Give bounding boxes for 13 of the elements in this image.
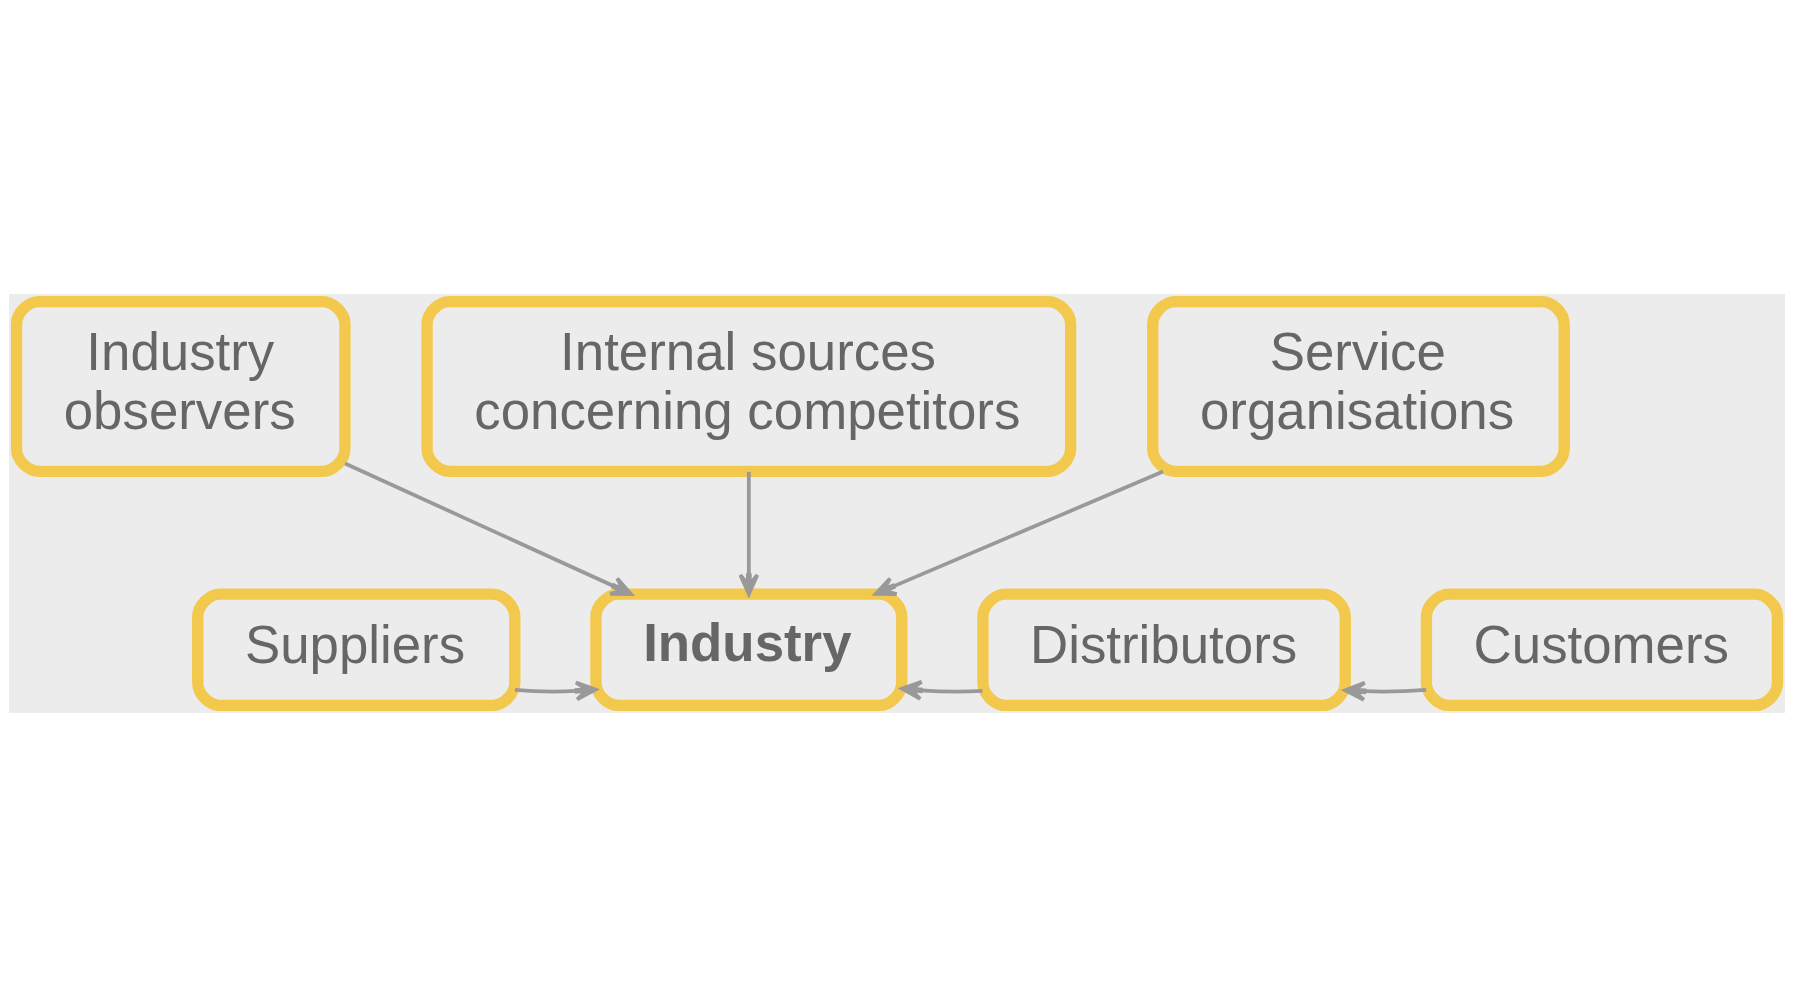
node-box: Distributors xyxy=(977,587,1351,711)
node-box: Service organisations xyxy=(1147,295,1570,477)
node-box: Industry observers xyxy=(10,295,351,477)
node-box: Customers xyxy=(1420,587,1784,711)
arrow xyxy=(874,469,1164,596)
arrow xyxy=(900,679,983,701)
node-box: Industry xyxy=(590,587,908,711)
arrow xyxy=(344,461,633,596)
arrow xyxy=(1343,680,1427,702)
node-box: Suppliers xyxy=(192,587,521,711)
node-box: Internal sources concerning competitors xyxy=(421,295,1077,477)
arrow xyxy=(738,471,760,596)
arrow xyxy=(514,680,598,701)
